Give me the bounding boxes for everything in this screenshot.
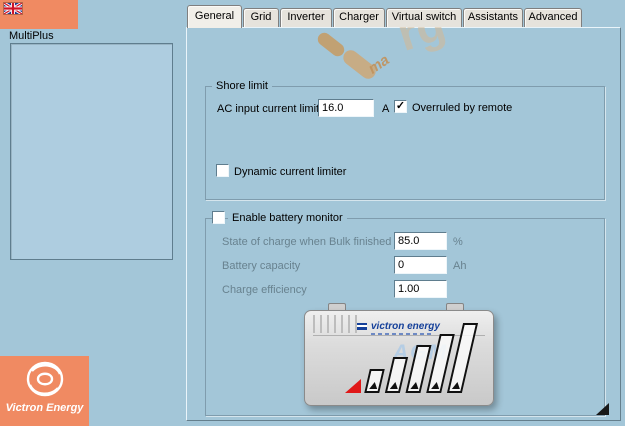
victron-logo-icon bbox=[26, 361, 64, 397]
red-triangle-icon bbox=[345, 379, 361, 393]
brand-block: Victron Energy bbox=[0, 356, 89, 426]
chart-bar-icon bbox=[364, 369, 385, 393]
corner-mark-icon bbox=[596, 403, 609, 415]
battery-capacity-unit: Ah bbox=[453, 260, 467, 272]
tab-inverter[interactable]: Inverter bbox=[280, 8, 332, 27]
shore-limit-group bbox=[205, 86, 605, 200]
charge-efficiency-label: Charge efficiency bbox=[222, 284, 307, 296]
battery-lid-seam bbox=[313, 335, 485, 336]
battery-tagline-stripes bbox=[371, 333, 433, 335]
battery-monitor-group bbox=[205, 218, 605, 416]
tab-grid[interactable]: Grid bbox=[243, 8, 279, 27]
victron-flag-icon bbox=[357, 323, 367, 330]
battery-body: victron energy AGM bbox=[304, 310, 494, 406]
tab-general[interactable]: General bbox=[187, 5, 242, 28]
uk-flag-icon[interactable] bbox=[4, 3, 22, 14]
enable-battery-monitor-label: Enable battery monitor bbox=[228, 212, 347, 224]
ac-input-current-limit-unit: A bbox=[382, 103, 390, 115]
battery-image: victron energy AGM bbox=[298, 300, 500, 412]
overruled-by-remote-label: Overruled by remote bbox=[412, 102, 513, 114]
battery-vent-caps bbox=[313, 315, 357, 333]
state-of-charge-label: State of charge when Bulk finished bbox=[222, 236, 392, 248]
ac-input-current-limit-input[interactable] bbox=[318, 99, 374, 117]
device-name: MultiPlus bbox=[9, 30, 54, 42]
dynamic-current-limiter-label: Dynamic current limiter bbox=[234, 166, 347, 178]
tab-virtual-switch[interactable]: Virtual switch bbox=[386, 8, 462, 27]
battery-brand-text: victron energy bbox=[371, 321, 440, 332]
dynamic-current-limiter-checkbox[interactable] bbox=[216, 164, 229, 177]
charge-efficiency-input[interactable] bbox=[394, 280, 447, 298]
brand-name: Victron Energy bbox=[5, 402, 84, 414]
tab-assistants[interactable]: Assistants bbox=[463, 8, 523, 27]
tab-advanced[interactable]: Advanced bbox=[524, 8, 582, 27]
battery-capacity-input[interactable] bbox=[394, 256, 447, 274]
chart-bar-icon bbox=[384, 357, 409, 393]
overruled-by-remote-checkbox[interactable]: ✓ bbox=[394, 100, 407, 113]
device-list[interactable] bbox=[10, 43, 173, 260]
shore-limit-group-title: Shore limit bbox=[212, 80, 272, 92]
enable-battery-monitor-checkbox[interactable] bbox=[212, 211, 225, 224]
state-of-charge-input[interactable] bbox=[394, 232, 447, 250]
tab-charger[interactable]: Charger bbox=[333, 8, 385, 27]
battery-capacity-label: Battery capacity bbox=[222, 260, 301, 272]
ac-input-current-limit-label: AC input current limit bbox=[217, 103, 320, 115]
state-of-charge-unit: % bbox=[453, 236, 463, 248]
